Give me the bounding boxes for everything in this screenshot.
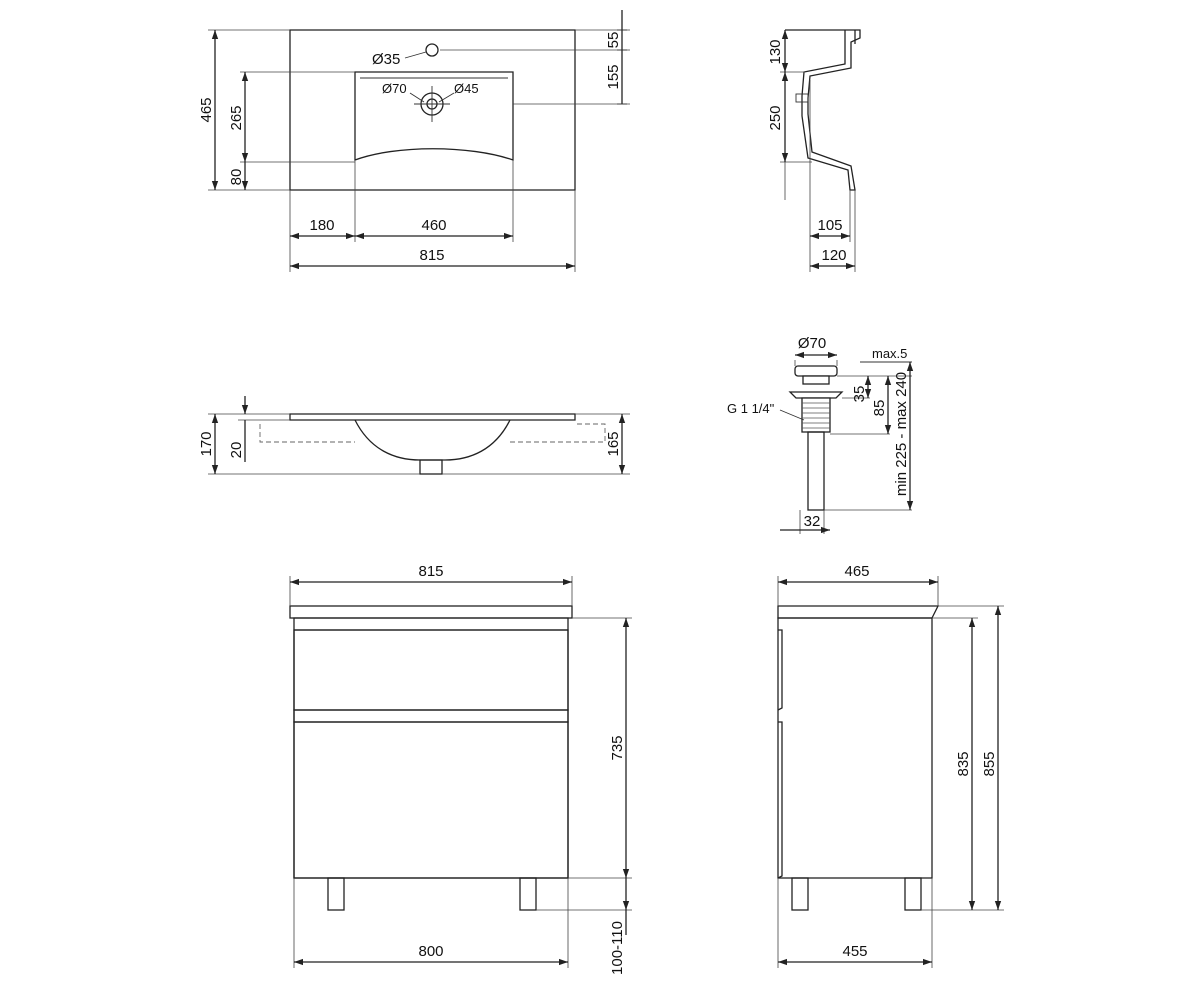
dim-265: 265: [228, 105, 245, 130]
dim-80: 80: [228, 169, 245, 186]
section-drain-outlet: [419, 459, 443, 475]
front-basin-top: [289, 605, 573, 619]
side-depth-455: 455: [842, 943, 867, 960]
front-legs: 100-110: [609, 921, 626, 975]
cabinet-side-view: 465 835 855 455: [777, 563, 1004, 968]
label-d35: Ø35: [372, 51, 400, 68]
section-bowl: [354, 419, 511, 461]
drawer-bottom: [293, 721, 569, 879]
drain-dim-35: 35: [851, 386, 868, 403]
dim-130: 130: [767, 39, 784, 64]
dim-20: 20: [228, 442, 245, 459]
dim-180: 180: [309, 217, 334, 234]
label-d45: Ø45: [454, 81, 479, 96]
basin-top-view: Ø35 Ø70 Ø45 55 155 465 265 80 180 46: [198, 10, 630, 272]
dim-55: 55: [605, 32, 622, 49]
basin-front-section: 170 20 165: [198, 396, 630, 475]
drain-dim-85: 85: [871, 400, 888, 417]
front-width-800: 800: [418, 943, 443, 960]
dim-105: 105: [817, 217, 842, 234]
drawer-top: [293, 629, 569, 711]
side-leg-front: [791, 877, 809, 911]
drain-max5: max.5: [872, 346, 907, 361]
leg-left: [327, 877, 345, 911]
tap-hole: [425, 43, 439, 57]
dim-120: 120: [821, 247, 846, 264]
drain-thread: G 1 1/4": [727, 401, 775, 416]
drain-d70: Ø70: [798, 335, 826, 352]
dim-460: 460: [421, 217, 446, 234]
basin-outline: [289, 29, 576, 191]
dim-465: 465: [198, 97, 215, 122]
drain-detail: Ø70 max.5 35 85 min 225 - max 240 G 1 1/…: [727, 335, 914, 534]
drain-dim-32: 32: [804, 513, 821, 530]
side-basin-top: [777, 605, 940, 619]
side-leg-back: [904, 877, 922, 911]
dim-165: 165: [605, 431, 622, 456]
dim-250: 250: [767, 105, 784, 130]
cabinet-front-view: 815 735 100-110 800: [289, 563, 632, 975]
drain-pipe: [807, 431, 825, 511]
side-depth-465: 465: [844, 563, 869, 580]
drain-range: min 225 - max 240: [893, 372, 910, 496]
leg-right: [519, 877, 537, 911]
profile-outline: [785, 29, 861, 191]
front-carcass: [293, 617, 569, 879]
basin-side-profile: 130 250 105 120: [767, 29, 861, 272]
drain-cap: [794, 365, 838, 377]
dim-155: 155: [605, 64, 622, 89]
drain-threaded-body: [801, 397, 831, 433]
front-width-815: 815: [418, 563, 443, 580]
dim-815-top: 815: [419, 247, 444, 264]
section-top-slab: [289, 413, 576, 421]
side-carcass: [777, 617, 933, 879]
label-d70: Ø70: [382, 81, 407, 96]
front-height-735: 735: [609, 735, 626, 760]
side-h-835: 835: [955, 751, 972, 776]
side-h-855: 855: [981, 751, 998, 776]
bowl-outline: [354, 71, 514, 161]
dim-170: 170: [198, 431, 215, 456]
